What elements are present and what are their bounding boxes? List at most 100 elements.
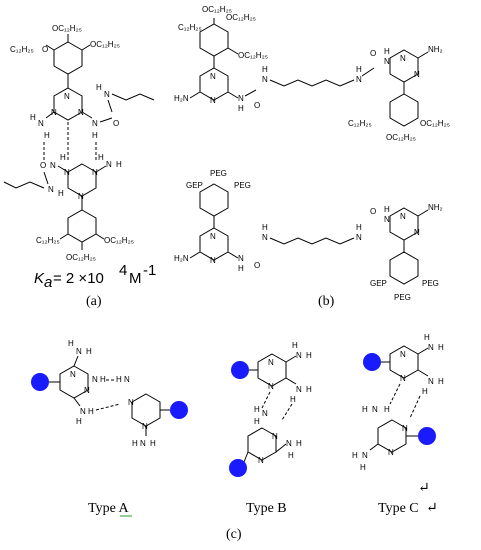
svg-text:N: N: [64, 168, 70, 177]
triazine-ring-top: [53, 87, 83, 121]
svg-text:N: N: [92, 375, 98, 384]
svg-text:H: H: [306, 385, 312, 394]
svg-text:H: H: [132, 439, 138, 448]
aryl-ring-top: [53, 41, 83, 75]
svg-text:H: H: [116, 375, 122, 384]
svg-text:H: H: [356, 223, 362, 232]
svg-text:H: H: [68, 339, 74, 348]
panel-b-peg-bis-triazine: PEG GEP PEG N N H₂N N H O N H N H O N H …: [174, 169, 443, 302]
svg-text:H: H: [384, 405, 390, 414]
svg-text:-1: -1: [143, 262, 156, 279]
svg-text:N: N: [238, 94, 244, 103]
substituent-dot: [31, 373, 49, 391]
panel-label-b: (b): [318, 294, 335, 309]
svg-text:OC₁₂H₂₅: OC₁₂H₂₅: [226, 13, 256, 22]
svg-text:N: N: [84, 386, 90, 395]
svg-text:N: N: [400, 54, 406, 63]
svg-text:N: N: [50, 161, 56, 170]
svg-text:N: N: [210, 72, 216, 81]
svg-text:H: H: [352, 451, 358, 460]
svg-text:H₂N: H₂N: [174, 254, 189, 263]
svg-text:N: N: [262, 233, 268, 242]
svg-text:4: 4: [119, 262, 127, 279]
svg-text:H: H: [438, 377, 444, 386]
svg-text:H: H: [96, 83, 102, 92]
svg-text:C₁₂H₂₅: C₁₂H₂₅: [178, 23, 202, 32]
svg-text:O: O: [113, 119, 119, 128]
svg-text:N: N: [428, 377, 434, 386]
svg-text:H: H: [306, 351, 312, 360]
svg-text:OC₁₂H₂₅: OC₁₂H₂₅: [202, 5, 232, 14]
svg-text:N: N: [286, 439, 292, 448]
svg-text:H: H: [88, 407, 94, 416]
panel-label-c: (c): [226, 527, 242, 542]
svg-text:N: N: [128, 398, 134, 407]
svg-text:O: O: [254, 101, 260, 110]
svg-text:PEG: PEG: [234, 181, 251, 190]
svg-text:N: N: [238, 254, 244, 263]
svg-text:N: N: [258, 456, 264, 465]
svg-text:N: N: [210, 256, 216, 265]
svg-text:OC₁₂H₂₅: OC₁₂H₂₅: [238, 51, 268, 60]
hexyl-linker-peg: [269, 237, 355, 245]
panel-b-c12-bis-triazine: OC₁₂H₂₅ OC₁₂H₂₅ C₁₂H₂₅ OC₁₂H₂₅ N N H₂N N…: [174, 5, 450, 142]
svg-text:N: N: [64, 92, 70, 101]
svg-text:O: O: [370, 49, 376, 58]
return-mark: ↵: [426, 501, 438, 516]
svg-text:N: N: [262, 75, 268, 84]
svg-text:N: N: [38, 119, 44, 128]
svg-text:H: H: [262, 223, 268, 232]
svg-text:N: N: [262, 409, 268, 418]
svg-text:H: H: [238, 104, 244, 113]
svg-text:N: N: [92, 119, 98, 128]
svg-text:O: O: [40, 161, 46, 170]
substituent-dot: [231, 361, 249, 379]
svg-text:PEG: PEG: [210, 169, 227, 178]
svg-text:NH₂: NH₂: [428, 203, 443, 212]
svg-text:N: N: [268, 382, 274, 391]
svg-text:N: N: [106, 160, 112, 169]
caption-type-c: Type C: [378, 501, 419, 516]
svg-text:H: H: [116, 160, 122, 169]
triazine-ring-peg-left: [199, 227, 229, 261]
svg-text:N: N: [356, 233, 362, 242]
svg-text:N: N: [400, 212, 406, 221]
svg-text:N: N: [414, 228, 420, 237]
label-c12h25: C₁₂H₂₅: [36, 236, 60, 245]
svg-text:H: H: [290, 395, 296, 404]
svg-text:H: H: [384, 47, 390, 56]
svg-text:H: H: [356, 65, 362, 74]
svg-text:H: H: [254, 417, 260, 426]
svg-text:= 2 ×10: = 2 ×10: [53, 270, 104, 287]
svg-text:H: H: [238, 264, 244, 273]
svg-text:N: N: [402, 424, 408, 433]
butyl-chain-top: [111, 93, 155, 101]
panel-a-dimer: OC₁₂H₂₅ OC₁₂H₂₅ C₁₂H₂₅ O N N N N H H N H…: [3, 24, 155, 262]
triazine-ring: [247, 427, 277, 461]
label-oc12h25: OC₁₂H₂₅: [104, 236, 134, 245]
svg-text:H: H: [60, 153, 66, 162]
label-oc12h25: OC₁₂H₂₅: [52, 24, 82, 33]
type-c-dimer: N N N H H N H H H N H N N N H H: [352, 333, 444, 472]
svg-text:NH₂: NH₂: [428, 45, 443, 54]
label-c12h25: C₁₂H₂₅: [10, 45, 34, 54]
svg-text:N: N: [372, 405, 378, 414]
svg-text:C₁₂H₂₅: C₁₂H₂₅: [348, 119, 372, 128]
svg-text:H: H: [98, 153, 104, 162]
return-mark: ↵: [418, 481, 430, 496]
triazine-ring-left: [199, 67, 229, 101]
svg-text:N: N: [210, 232, 216, 241]
svg-text:a: a: [44, 274, 52, 291]
svg-text:N: N: [384, 215, 390, 224]
svg-text:PEG: PEG: [422, 279, 439, 288]
triazine-ring: [377, 419, 407, 453]
svg-text:N: N: [80, 407, 86, 416]
label-o: O: [42, 45, 48, 54]
svg-text:N: N: [210, 96, 216, 105]
svg-text:N: N: [142, 422, 148, 431]
panel-label-a: (a): [86, 294, 102, 309]
svg-text:H: H: [288, 451, 294, 460]
svg-text:H: H: [438, 343, 444, 352]
svg-text:GEP: GEP: [370, 279, 387, 288]
svg-text:N: N: [272, 432, 278, 441]
